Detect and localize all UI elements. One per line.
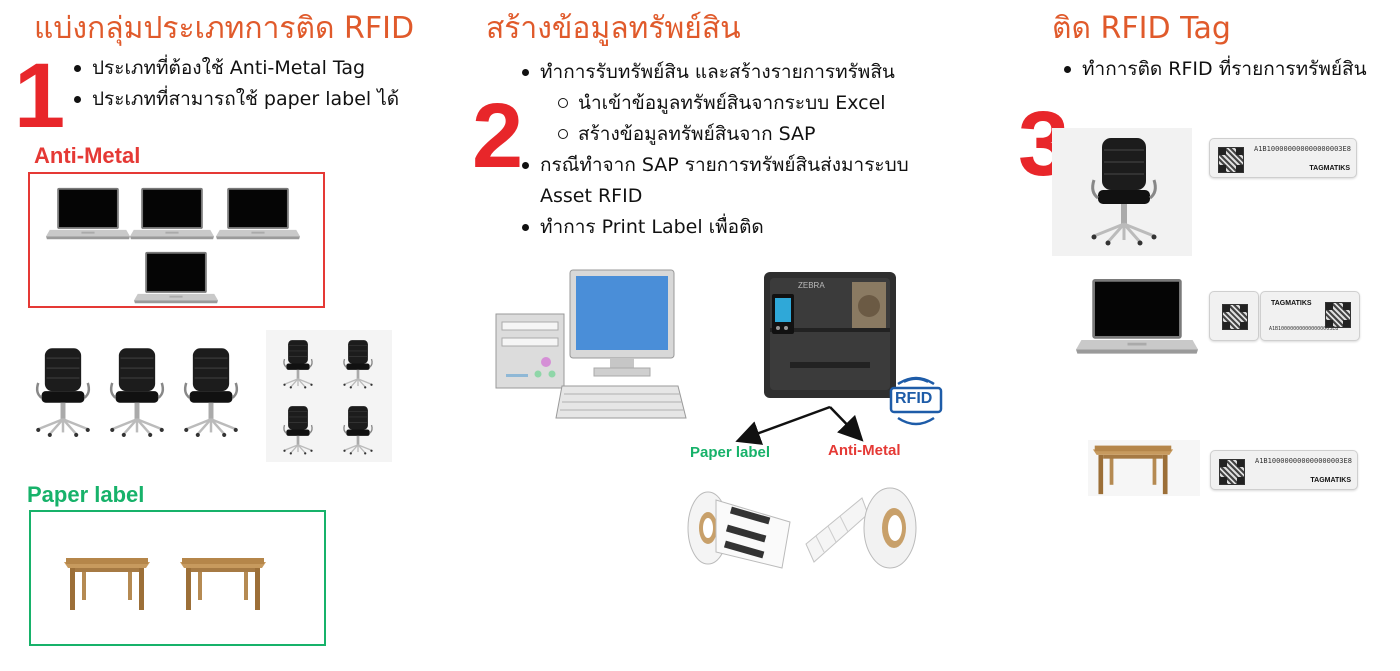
svg-text:ZEBRA: ZEBRA	[798, 281, 825, 290]
rfid-tag: A1B100000000000000003E8 TAGMATIKS	[1209, 138, 1357, 178]
office-chair-icon	[280, 402, 316, 458]
tag-code: A1B100000000000000003E8	[1269, 326, 1339, 332]
rfid-logo-text: RFID	[895, 390, 933, 407]
section2-number: 2	[472, 85, 524, 187]
paper-label-label: Paper label	[27, 482, 145, 507]
rfid-tag: A1B100000000000000003E8 TAGMATIKS	[1210, 450, 1358, 490]
section2-bullet-sap-case-continued: Asset RFID	[540, 185, 643, 207]
office-chair-icon	[30, 338, 96, 446]
section1-title: แบ่งกลุ่มประเภทการติด RFID	[34, 11, 415, 46]
section1-bullets: ประเภทที่ต้องใช้ Anti-Metal Tag ประเภทที…	[72, 53, 399, 115]
anti-metal-label-roll-icon	[805, 487, 917, 569]
laptop-icon	[216, 186, 300, 242]
office-chair-icon	[104, 338, 170, 446]
laptop-icon	[130, 186, 214, 242]
section2-sub-bullet-sap: สร้างข้อมูลทรัพย์สินจาก SAP	[558, 119, 909, 150]
office-chair-icon	[1084, 132, 1164, 250]
section3-title: ติด RFID Tag	[1052, 11, 1231, 46]
rfid-logo-icon	[889, 376, 943, 426]
section2-title: สร้างข้อมูลทรัพย์สิน	[486, 11, 741, 46]
office-chair-icon	[340, 402, 376, 458]
anti-metal-label: Anti-Metal	[34, 143, 141, 168]
qr-code-icon	[1218, 147, 1244, 173]
section1-bullet-paper: ประเภทที่สามารถใช้ paper label ได้	[72, 84, 399, 115]
section3-bullet-attach: ทำการติด RFID ที่รายการทรัพย์สิน	[1062, 54, 1367, 85]
desktop-computer-icon	[495, 269, 687, 419]
tag-brand: TAGMATIKS	[1271, 300, 1312, 307]
chair-group-background	[266, 330, 392, 462]
rfid-tag: TAGMATIKS A1B100000000000000003E8	[1260, 291, 1360, 341]
paper-label-caption: Paper label	[690, 444, 771, 461]
section2-bullet-print: ทำการ Print Label เพื่อติด	[520, 212, 909, 243]
section3-bullets: ทำการติด RFID ที่รายการทรัพย์สิน	[1062, 54, 1367, 85]
section1-number: 1	[14, 45, 66, 147]
table-icon	[1090, 440, 1176, 496]
anti-metal-caption: Anti-Metal	[828, 442, 901, 459]
arrow-icon	[735, 405, 864, 445]
table-icon	[62, 552, 152, 612]
laptop-icon	[134, 250, 218, 306]
section1-bullet-anti-metal: ประเภทที่ต้องใช้ Anti-Metal Tag	[72, 53, 399, 84]
office-chair-icon	[280, 336, 316, 392]
section2-sub-bullet-excel: นำเข้าข้อมูลทรัพย์สินจากระบบ Excel	[558, 88, 909, 119]
tag-code: A1B100000000000000003E8	[1255, 457, 1352, 465]
section2-bullet-sap-case: กรณีทำจาก SAP รายการทรัพย์สินส่งมาระบบ	[520, 150, 909, 181]
laptop-icon	[1076, 276, 1198, 358]
section2-bullet-receive: ทำการรับทรัพย์สิน และสร้างรายการทรัพสิน	[520, 57, 909, 88]
tag-code: A1B100000000000000003E8	[1254, 145, 1351, 153]
office-chair-icon	[178, 338, 244, 446]
qr-code-icon	[1219, 459, 1245, 485]
laptop-icon	[46, 186, 130, 242]
anti-metal-box	[28, 172, 325, 308]
tag-brand: TAGMATIKS	[1310, 477, 1351, 484]
label-printer-icon: ZEBRA	[764, 272, 896, 398]
rfid-tag-small	[1209, 291, 1259, 341]
office-chair-icon	[340, 336, 376, 392]
qr-code-icon	[1325, 302, 1351, 328]
paper-label-box	[29, 510, 326, 646]
table-icon	[178, 552, 268, 612]
paper-label-roll-icon	[687, 491, 791, 569]
tag-brand: TAGMATIKS	[1309, 165, 1350, 172]
section2-bullets: ทำการรับทรัพย์สิน และสร้างรายการทรัพสิน …	[520, 57, 909, 243]
qr-code-icon	[1222, 304, 1248, 330]
